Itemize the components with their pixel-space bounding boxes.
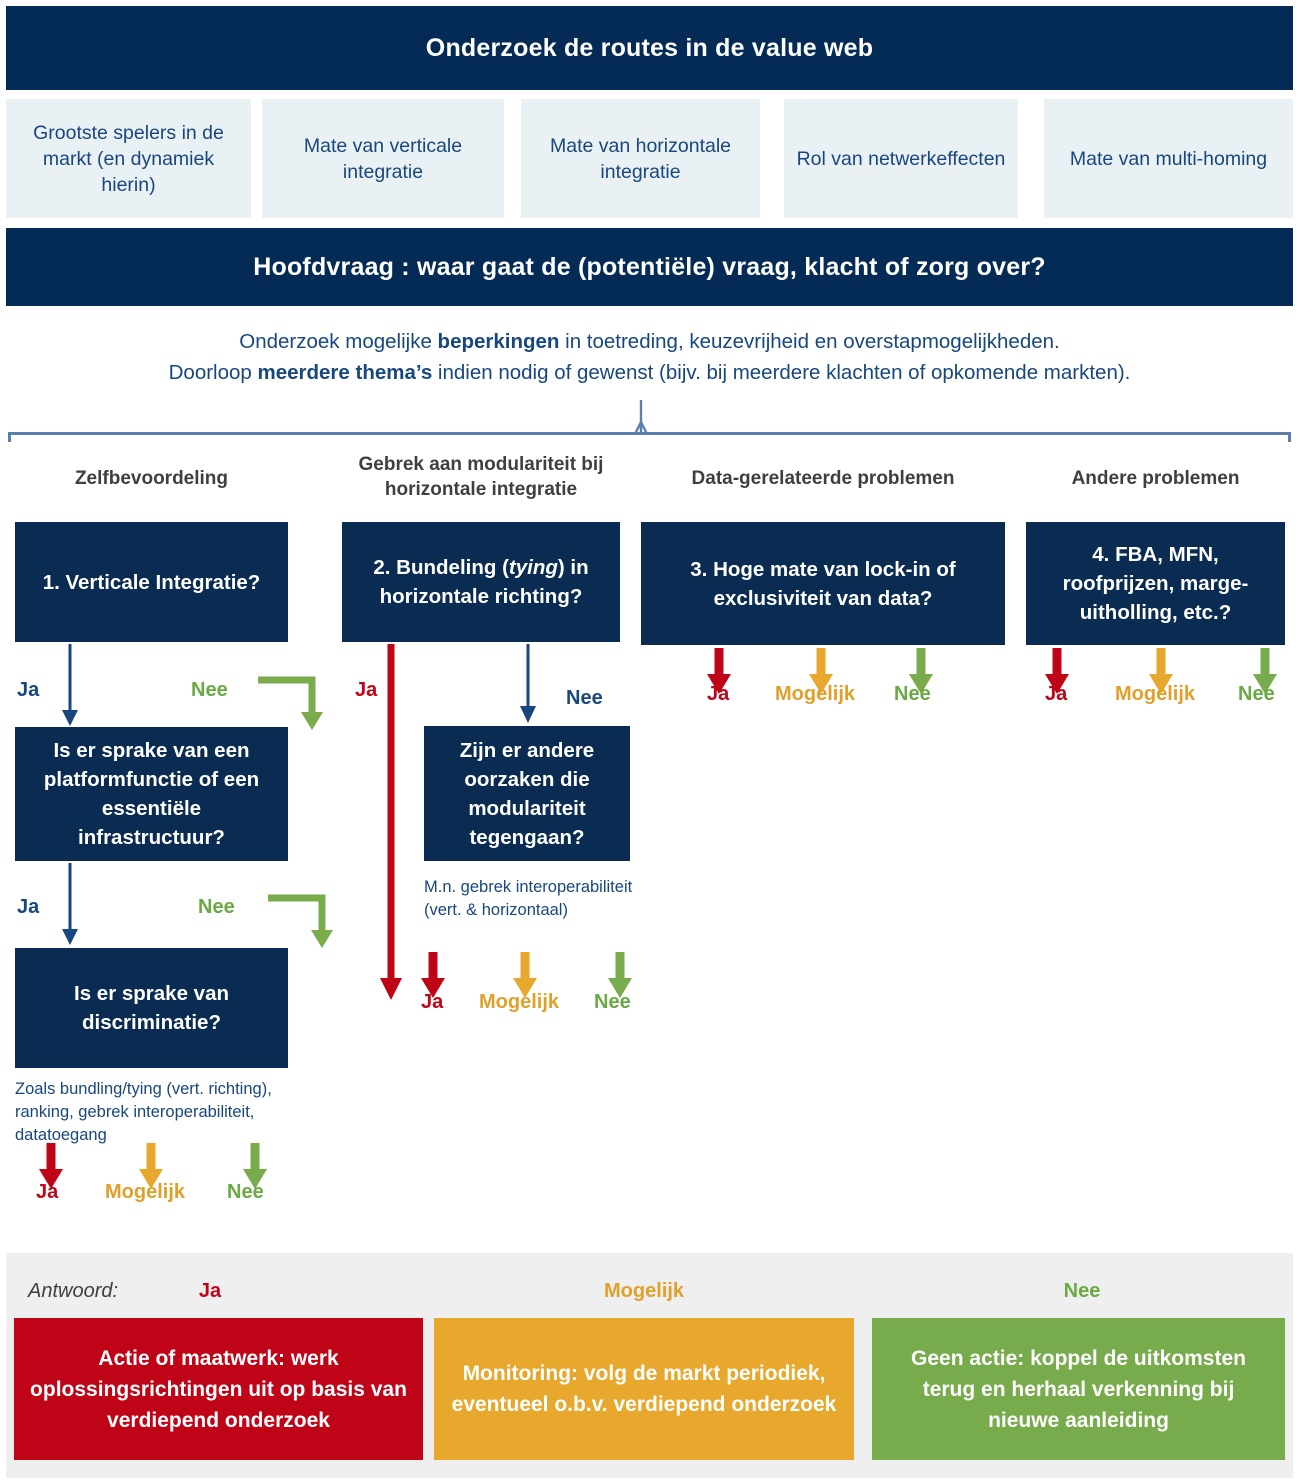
- chip-verticale-integratie[interactable]: Mate van verticale integratie: [262, 99, 504, 218]
- question-box-1b-discriminatie[interactable]: Is er sprake van discriminatie?: [15, 948, 288, 1068]
- legend-word-nee: Nee: [1063, 1280, 1101, 1302]
- outcome-label-nee-col4: Nee: [1238, 683, 1275, 705]
- intro-line1-a: Onderzoek mogelijke: [239, 330, 438, 353]
- column-title-andere-problemen: Andere problemen: [1071, 468, 1240, 489]
- q2-emphasis: tying: [508, 556, 558, 579]
- column-title-zelfbevoordeling: Zelfbevoordeling: [74, 468, 229, 489]
- arrow-down-mogelijk-outcome-col3: [809, 648, 833, 694]
- intro-paragraph: Onderzoek mogelijke beperkingen in toetr…: [6, 326, 1293, 388]
- bracket-tick-right: [1288, 432, 1291, 442]
- intro-line1-c: in toetreding, keuzevrijheid en overstap…: [559, 330, 1060, 353]
- intro-line2-bold: meerdere thema’s: [257, 361, 433, 384]
- column-title-data-problemen: Data-gerelateerde problemen: [691, 468, 955, 489]
- arrow-elbow-nee-2: [268, 894, 333, 948]
- branch-label-ja-2: Ja: [17, 896, 40, 918]
- outcome-label-ja-col3: Ja: [707, 683, 730, 705]
- arrow-down-ja-long-col2: [380, 644, 402, 1000]
- arrow-down-ja-1: [62, 644, 78, 726]
- outcome-label-ja-col2: Ja: [421, 991, 444, 1013]
- outcome-label-ja-col1: Ja: [36, 1181, 59, 1203]
- arrow-down-ja-outcome-col2: [421, 952, 445, 998]
- outcome-label-nee-col1: Nee: [227, 1181, 264, 1203]
- question-box-1a-platformfunctie[interactable]: Is er sprake van een platformfunctie of …: [15, 727, 288, 861]
- outcome-label-mogelijk-col1: Mogelijk: [105, 1181, 186, 1203]
- legend-antwoord-label: Antwoord:: [28, 1280, 119, 1302]
- action-box-mogelijk[interactable]: Monitoring: volg de markt periodiek, eve…: [434, 1318, 854, 1460]
- question-box-2-text: 2. Bundeling (tying) in horizontale rich…: [354, 553, 608, 611]
- banner-title: Onderzoek de routes in de value web: [6, 6, 1293, 90]
- arrow-down-ja-outcome-col1: [39, 1143, 63, 1189]
- chip-multi-homing[interactable]: Mate van multi-homing: [1044, 99, 1293, 218]
- column-title-modulariteit: Gebrek aan modulariteit bij horizontale …: [358, 454, 604, 500]
- outcome-label-nee-col3: Nee: [894, 683, 931, 705]
- arrow-down-nee-outcome-col3: [909, 648, 933, 694]
- q2-post: ) in horizontale richting?: [379, 556, 589, 608]
- branch-label-nee-col2: Nee: [566, 687, 603, 709]
- outcome-label-ja-col4: Ja: [1045, 683, 1068, 705]
- bracket-peak-icon: [634, 400, 648, 434]
- intro-line2-a: Doorloop: [168, 361, 258, 384]
- intro-line-1: Onderzoek mogelijke beperkingen in toetr…: [6, 326, 1293, 357]
- legend-word-mogelijk: Mogelijk: [603, 1280, 684, 1302]
- note-col1: Zoals bundling/tying (vert. richting), r…: [15, 1080, 272, 1144]
- chip-netwerkeffecten[interactable]: Rol van netwerkeffecten: [784, 99, 1018, 218]
- branch-label-ja-1: Ja: [17, 679, 40, 701]
- arrow-down-ja-outcome-col4: [1045, 648, 1069, 694]
- q2-pre: 2. Bundeling (: [373, 556, 509, 579]
- intro-line-2: Doorloop meerdere thema’s indien nodig o…: [6, 357, 1293, 388]
- arrow-down-mogelijk-outcome-col1: [139, 1143, 163, 1189]
- intro-line2-c: indien nodig of gewenst (bijv. bij meerd…: [432, 361, 1131, 384]
- note-col2: M.n. gebrek interoperabiliteit (vert. & …: [424, 878, 633, 919]
- action-box-ja[interactable]: Actie of maatwerk: werk oplossingsrichti…: [14, 1318, 423, 1460]
- question-box-2a-andere-oorzaken[interactable]: Zijn er andere oorzaken die modulariteit…: [424, 726, 630, 861]
- action-box-nee[interactable]: Geen actie: koppel de uitkomsten terug e…: [872, 1318, 1285, 1460]
- arrow-down-mogelijk-outcome-col2: [513, 952, 537, 998]
- question-box-4-fba-mfn[interactable]: 4. FBA, MFN, roofprijzen, marge-uitholli…: [1026, 522, 1285, 645]
- question-box-2-bundeling[interactable]: 2. Bundeling (tying) in horizontale rich…: [342, 522, 620, 642]
- question-box-3-lock-in-data[interactable]: 3. Hoge mate van lock-in of exclusivitei…: [641, 522, 1005, 645]
- chip-horizontale-integratie[interactable]: Mate van horizontale integratie: [521, 99, 760, 218]
- question-box-1-verticale-integratie[interactable]: 1. Verticale Integratie?: [15, 522, 288, 642]
- bracket-tick-left: [8, 432, 11, 442]
- arrow-down-nee-outcome-col1: [243, 1143, 267, 1189]
- banner-main-question: Hoofdvraag : waar gaat de (potentiële) v…: [6, 228, 1293, 306]
- arrow-down-nee-outcome-col4: [1253, 648, 1277, 694]
- arrow-down-ja-2: [62, 863, 78, 945]
- arrow-down-nee-outcome-col2: [608, 952, 632, 998]
- arrow-down-nee-col2: [520, 644, 536, 723]
- branch-label-nee-1: Nee: [191, 679, 228, 701]
- outcome-label-nee-col2: Nee: [594, 991, 631, 1013]
- branch-label-nee-2: Nee: [198, 896, 235, 918]
- intro-line1-bold: beperkingen: [437, 330, 560, 353]
- chip-grootste-spelers[interactable]: Grootste spelers in de markt (en dynamie…: [6, 99, 251, 218]
- legend-word-ja: Ja: [198, 1280, 222, 1302]
- arrow-elbow-nee-1: [258, 676, 323, 730]
- arrow-down-ja-outcome-col3: [707, 648, 731, 694]
- outcome-label-mogelijk-col3: Mogelijk: [775, 683, 856, 705]
- outcome-label-mogelijk-col4: Mogelijk: [1115, 683, 1196, 705]
- bracket-line: [8, 432, 1291, 435]
- branch-label-ja-col2: Ja: [355, 679, 378, 701]
- outcome-label-mogelijk-col2: Mogelijk: [479, 991, 560, 1013]
- arrow-down-mogelijk-outcome-col4: [1149, 648, 1173, 694]
